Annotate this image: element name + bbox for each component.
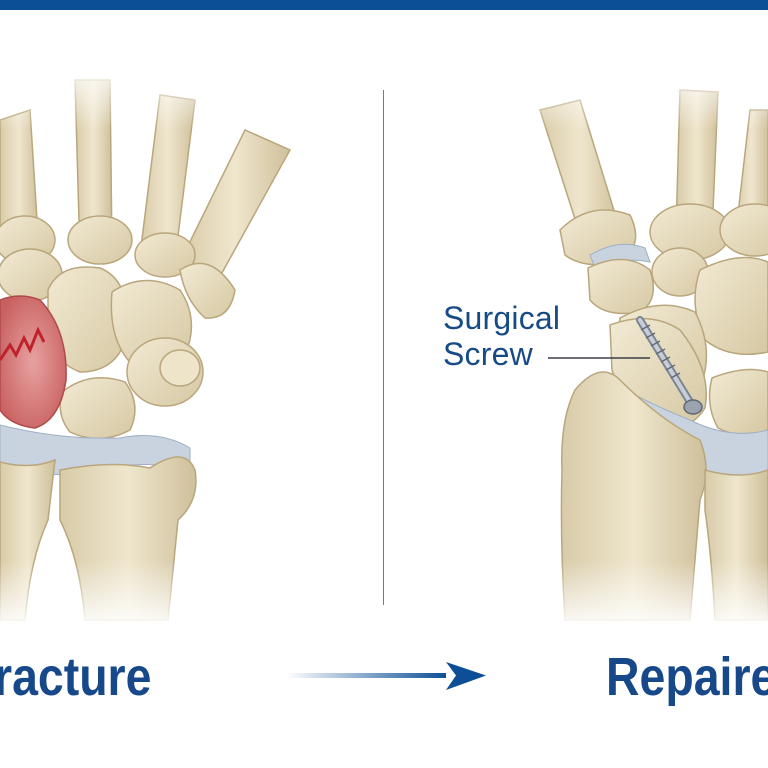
- left-wrist-diagram: [0, 79, 292, 621]
- surgical-screw-icon: [636, 316, 703, 415]
- callout-line-2: Screw: [443, 336, 533, 372]
- top-accent-bar: [0, 0, 768, 10]
- right-panel-label: Repaire: [606, 647, 768, 707]
- transition-arrow-icon: [286, 662, 486, 690]
- left-panel-label: racture: [0, 647, 152, 707]
- right-wrist-diagram: [539, 89, 768, 621]
- fractured-scaphoid: [0, 295, 67, 429]
- surgical-screw-callout: Surgical Screw: [443, 300, 560, 372]
- callout-line-1: Surgical: [443, 300, 561, 336]
- panel-divider: [383, 90, 384, 605]
- fracture-line: [0, 326, 46, 361]
- left-carpals: [0, 248, 204, 440]
- left-metacarpal-bases: [0, 215, 236, 319]
